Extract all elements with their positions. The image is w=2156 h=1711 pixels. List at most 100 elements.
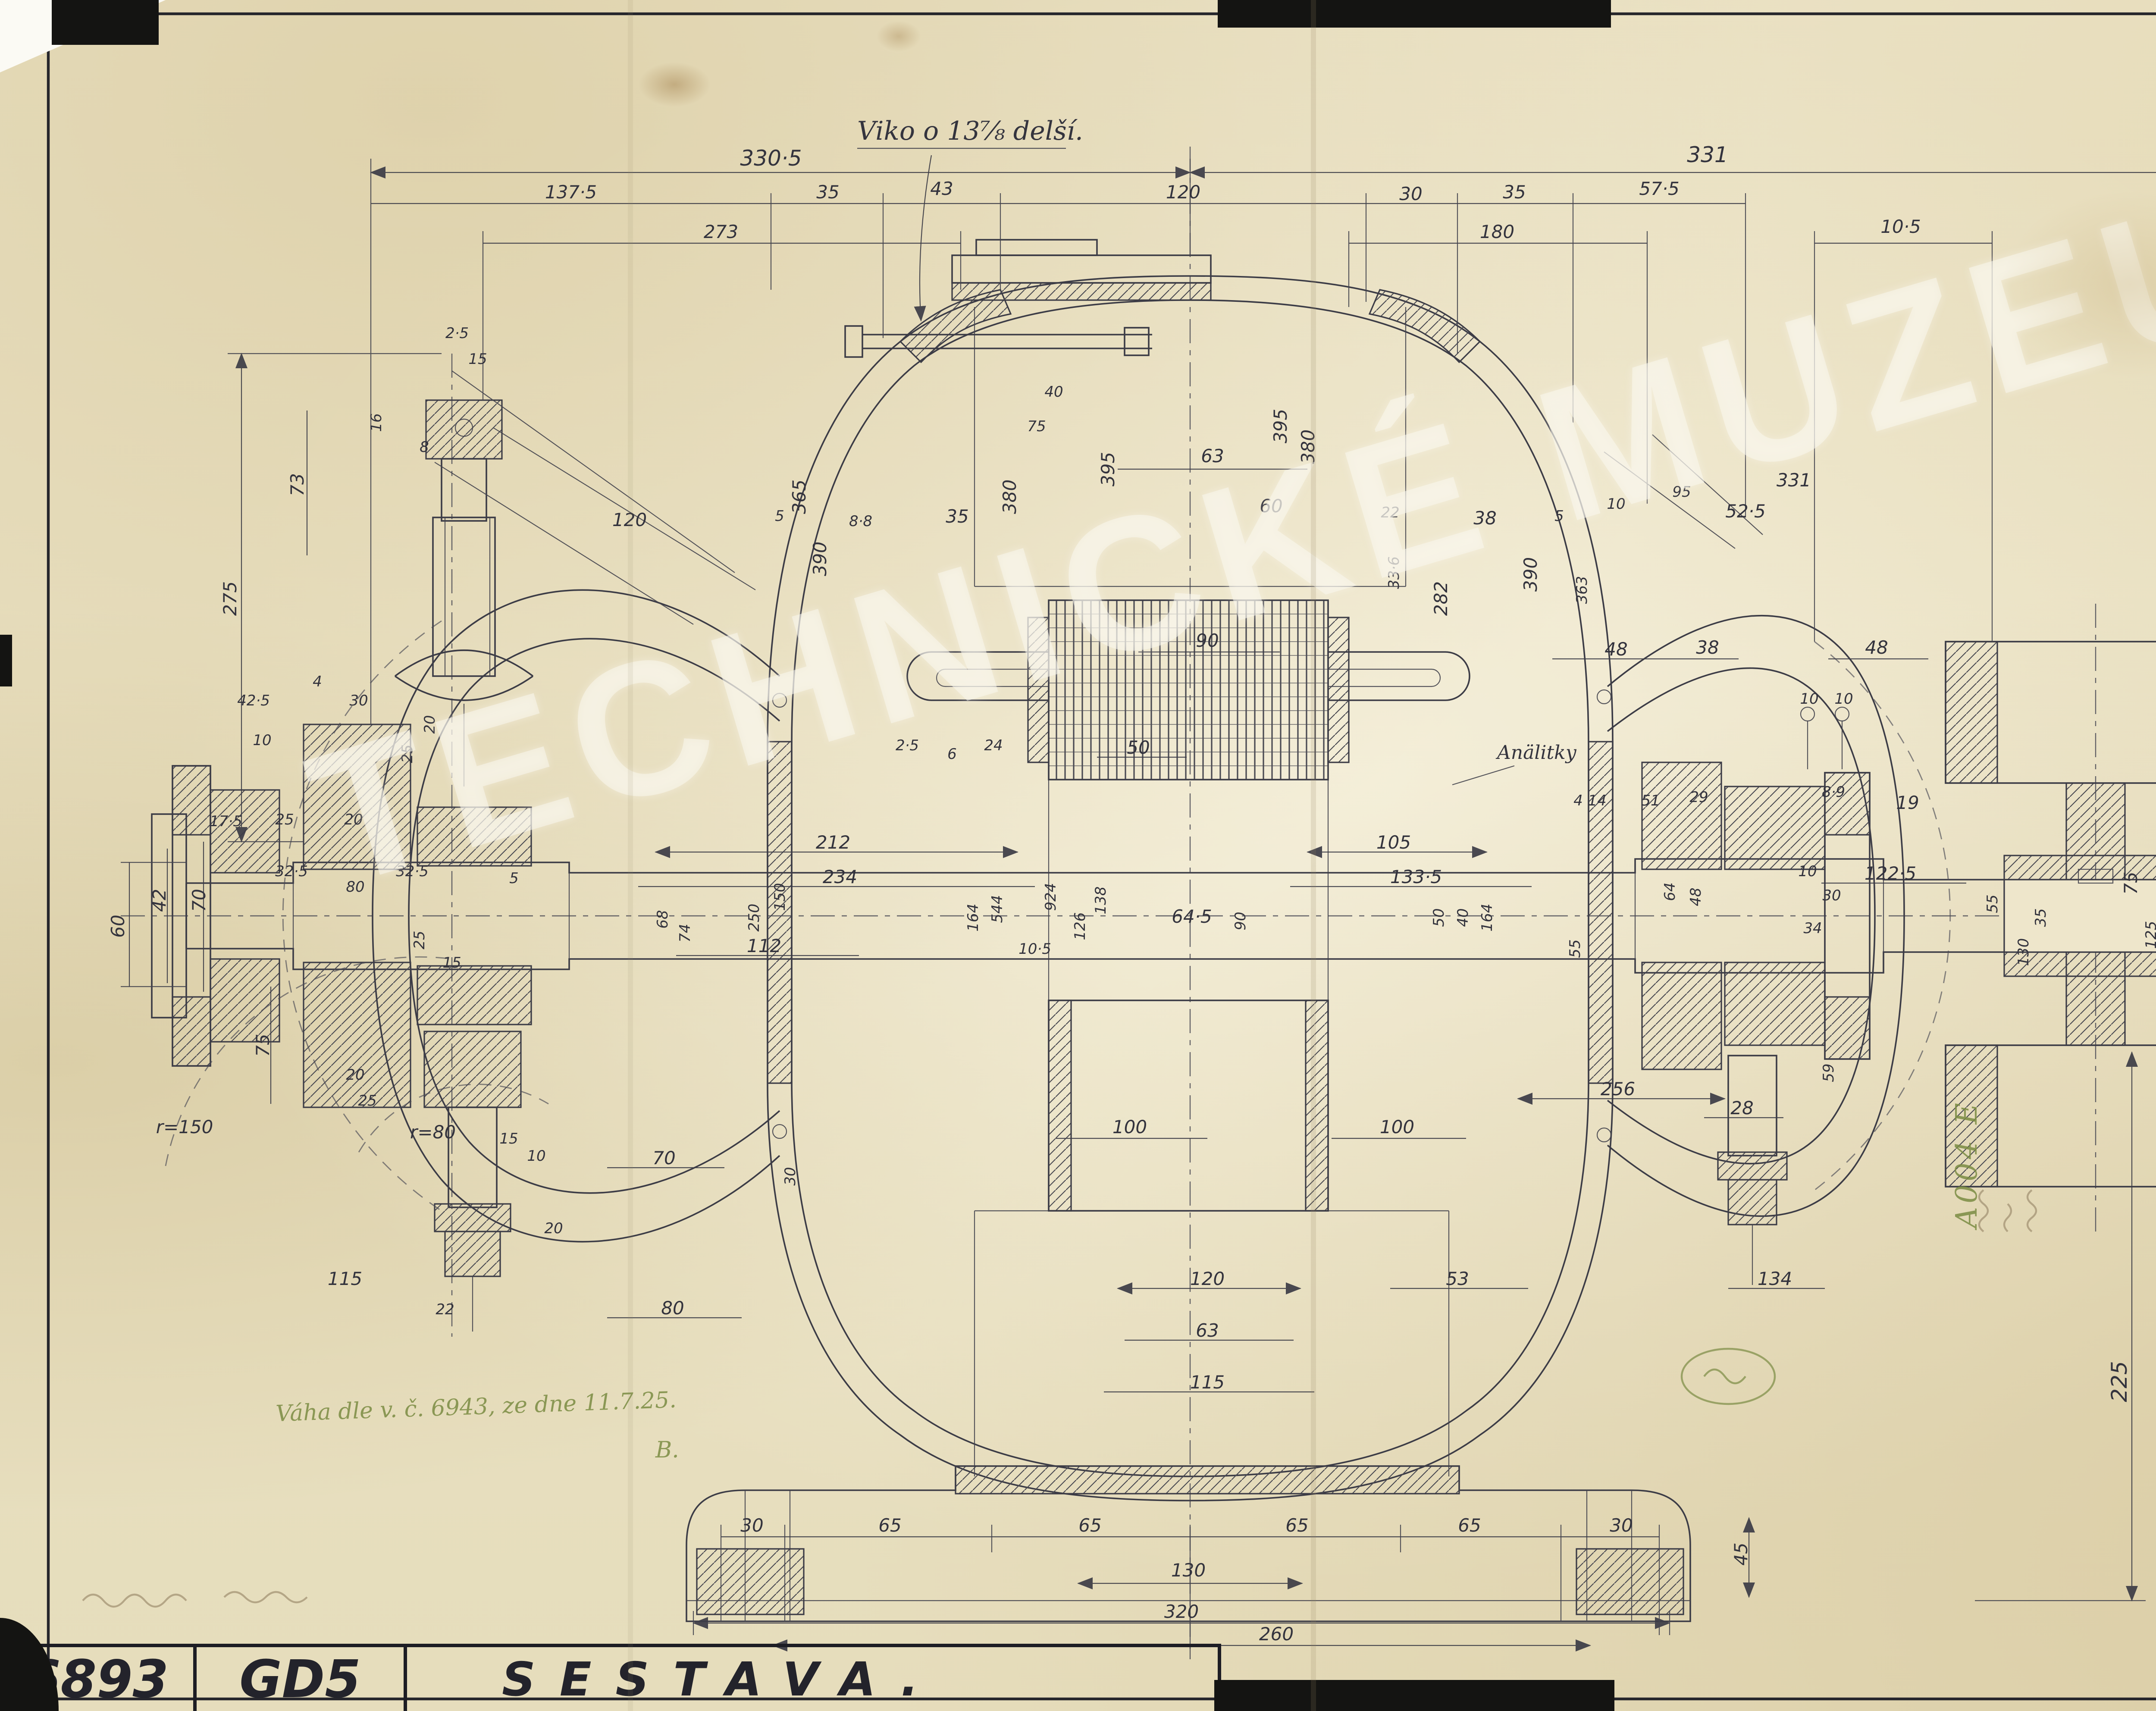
dimension-label: 225 — [2107, 1361, 2132, 1402]
dimension-label: 5 — [509, 870, 519, 887]
dimension-label: 10 — [253, 732, 271, 749]
dimension-label: 65 — [878, 1515, 901, 1536]
dimension-label: 10 — [1800, 690, 1818, 708]
dimension-label: 15 — [442, 954, 461, 971]
dimension-label: 73 — [287, 473, 308, 496]
dimension-label: 50 — [1127, 737, 1150, 758]
dimension-label: 256 — [1601, 1078, 1635, 1100]
dimension-label: 14 — [1588, 792, 1606, 809]
dimension-lines — [128, 203, 1992, 1538]
green-ink-note: Váha dle v. č. 6943, ze dne 11.7.25. — [275, 1387, 677, 1427]
pencil-scribbles — [82, 1189, 2037, 1608]
dimension-label: 100 — [1112, 1116, 1147, 1138]
top-note: Viko o 13⅞ delší. — [857, 116, 1083, 146]
extension-lines — [121, 147, 2146, 1659]
dimension-label: 95 — [1672, 483, 1691, 501]
dimension-label: 2·5 — [896, 737, 919, 754]
dimension-label: 35 — [816, 182, 839, 203]
dimension-label: 6 — [947, 746, 957, 763]
dimension-label: 51 — [1641, 792, 1660, 809]
dimension-label: 331 — [1687, 142, 1728, 167]
pulley-flywheel-section — [1945, 641, 2156, 1188]
dimension-label: 24 — [984, 737, 1003, 754]
dimension-label: 4 — [313, 673, 322, 690]
dimension-label: 10·5 — [1018, 940, 1051, 958]
dimension-label: 10 — [527, 1147, 545, 1165]
dimension-label: 125 — [2143, 921, 2156, 949]
dimension-label: 380 — [1297, 429, 1319, 464]
dimension-label: 90 — [1232, 912, 1249, 930]
dimension-label: 34 — [1803, 920, 1822, 937]
dimension-label: 43 — [930, 178, 953, 199]
dimension-label: 115 — [1190, 1372, 1225, 1393]
dimension-label: 40 — [1454, 908, 1472, 927]
dimension-label: 282 — [1430, 581, 1451, 616]
dimension-label: 8·8 — [849, 513, 872, 530]
dimension-label: 2·5 — [445, 325, 469, 342]
dimension-label: 130 — [2015, 938, 2032, 966]
top-cover-and-bolt — [844, 239, 1212, 358]
dimension-label: 924 — [1042, 883, 1059, 911]
dimension-label: 137·5 — [545, 182, 597, 203]
dimension-label: 115 — [328, 1268, 362, 1289]
dimension-label: 363 — [1573, 576, 1591, 604]
dimension-label: 100 — [1380, 1116, 1414, 1138]
dimension-label: 22 — [436, 1301, 454, 1318]
dimension-label: 42·5 — [237, 692, 270, 709]
dimension-label: 275 — [219, 581, 241, 616]
scan-artifact — [52, 0, 159, 45]
dimension-label: 133·5 — [1390, 866, 1442, 887]
detail-note: Anälitky — [1495, 742, 1577, 764]
centerlines — [121, 147, 2156, 1656]
dimension-label: 164 — [1479, 904, 1496, 932]
dimension-label: 65 — [1458, 1515, 1481, 1536]
dimension-label: 64·5 — [1172, 906, 1212, 927]
dimension-label: 20 — [421, 715, 439, 733]
dimension-label: 10 — [1798, 863, 1817, 880]
dimension-label: 30 — [782, 1167, 799, 1185]
dimension-label: 395 — [1097, 452, 1119, 486]
dimension-label: 120 — [1190, 1268, 1225, 1289]
dimension-label: 105 — [1376, 832, 1411, 853]
dimension-label: 30 — [740, 1515, 763, 1536]
dimension-label: 20 — [544, 1220, 563, 1237]
dimension-label: 134 — [1758, 1268, 1792, 1289]
dimension-label: 75 — [2120, 871, 2141, 894]
dimension-label: 20 — [346, 1066, 364, 1084]
dimension-label: 25 — [275, 811, 294, 828]
central-gear-rotor — [906, 599, 1470, 780]
dimension-label: 80 — [346, 878, 364, 896]
dimension-label: 57·5 — [1639, 178, 1680, 199]
dimension-label: 25 — [399, 744, 416, 763]
dimension-label: 273 — [704, 221, 738, 242]
dimension-label: 260 — [1259, 1623, 1294, 1645]
dimension-label: 48 — [1604, 639, 1627, 660]
dimension-label: 130 — [1171, 1560, 1206, 1581]
dimension-lines-arrowed — [235, 166, 2156, 1651]
dimension-label: 35 — [946, 506, 968, 527]
dimension-label: 30 — [349, 692, 368, 709]
dimension-label: 90 — [1196, 630, 1219, 651]
dimension-label: 64 — [1661, 882, 1679, 901]
dimension-label: 60 — [107, 915, 128, 937]
dimension-label: 30 — [1399, 183, 1422, 204]
scan-artifact — [1214, 1680, 1614, 1711]
dimension-label: 38 — [1473, 508, 1496, 529]
dimension-label: 60 — [1260, 495, 1282, 517]
dimension-label: 38 — [1696, 637, 1719, 658]
dimension-label: 20 — [344, 811, 363, 828]
dimension-label: 45 — [1730, 1542, 1752, 1565]
dimension-label: 112 — [747, 935, 781, 956]
dimension-label: 10 — [1607, 495, 1625, 513]
dimension-label: 80 — [661, 1297, 684, 1319]
dimension-label: r=150 — [156, 1116, 213, 1138]
dimension-label: 212 — [816, 832, 850, 853]
scan-artifact — [0, 635, 12, 686]
dimension-label: 320 — [1164, 1601, 1199, 1622]
dimension-label: 42 — [149, 889, 170, 912]
dimension-label: 120 — [612, 509, 647, 530]
dimension-label: 126 — [1072, 912, 1089, 940]
dimension-label: 390 — [1520, 557, 1541, 592]
